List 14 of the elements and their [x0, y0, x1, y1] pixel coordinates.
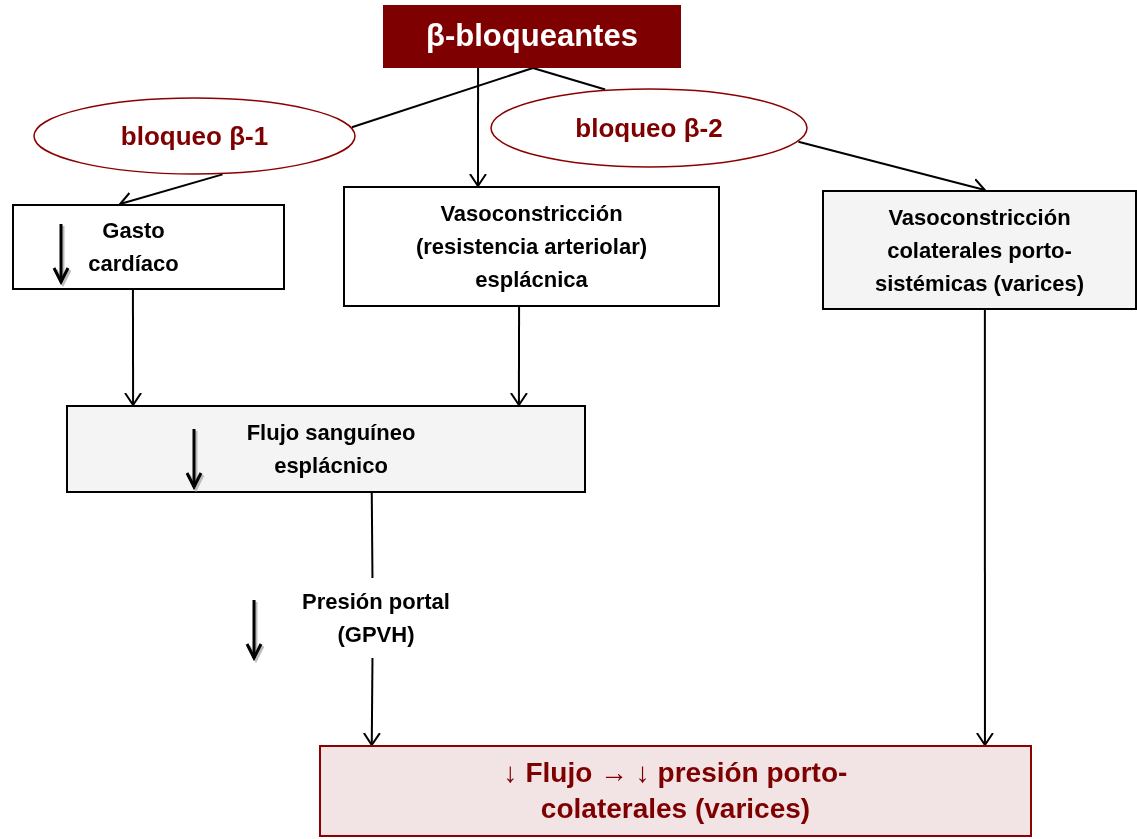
node-text: ↓ Flujo → ↓ presión porto-colaterales (varices): [502, 756, 849, 826]
node-text: Vasoconstricción colaterales porto-sistémicas (varices): [873, 203, 1086, 298]
node-text: bloqueo β-1: [120, 119, 269, 153]
arrow: [975, 309, 994, 746]
node-text: bloqueo β-2: [575, 111, 723, 145]
node-text: β-bloqueantes: [426, 17, 638, 56]
arrow: [362, 657, 381, 746]
node-text: Vasoconstricción (resistencia arteriolar) esplácnica: [414, 200, 649, 294]
node-text: Presión portal (GPVH): [301, 588, 451, 649]
node-text: Flujo sanguíneo esplácnico: [245, 419, 417, 480]
arrow: [124, 289, 143, 406]
node-text: Gasto cardíaco: [87, 217, 180, 278]
arrow: [509, 306, 528, 406]
arrow: [469, 67, 487, 187]
